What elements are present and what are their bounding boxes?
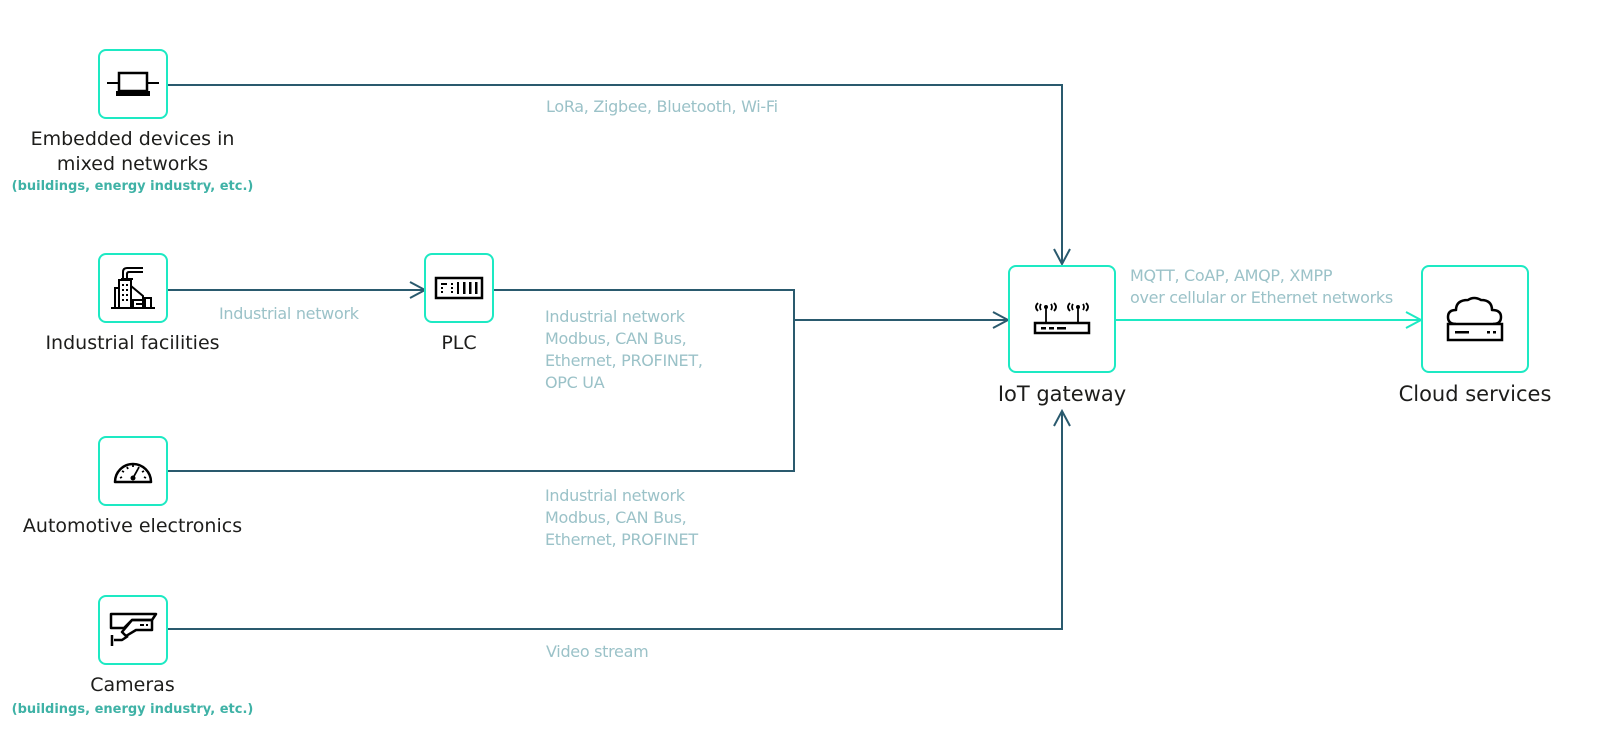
edge-label-gateway-to-cloud: MQTT, CoAP, AMQP, XMPP over cellular or … <box>1130 265 1393 309</box>
label-embedded-line2: mixed networks <box>56 153 209 175</box>
node-iot-gateway[interactable] <box>1008 265 1116 373</box>
arrowhead-cameras-to-gateway <box>1053 408 1071 427</box>
edge-label-line: over cellular or Ethernet networks <box>1130 288 1393 307</box>
edge-label-line: MQTT, CoAP, AMQP, XMPP <box>1130 266 1333 285</box>
security-camera-icon <box>109 612 158 646</box>
edge-label-line: LoRa, Zigbee, Bluetooth, Wi-Fi <box>546 97 778 116</box>
node-cameras[interactable] <box>98 595 168 665</box>
edge-label-line: Industrial network <box>545 486 685 505</box>
label-cloud-services: Cloud services <box>1398 382 1552 406</box>
sublabel-cameras: (buildings, energy industry, etc.) <box>11 702 254 717</box>
factory-icon <box>111 267 155 309</box>
edge-label-cameras-to-gateway: Video stream <box>546 641 649 663</box>
edge-label-line: Modbus, CAN Bus, <box>545 329 687 348</box>
edge-label-industrial-to-plc: Industrial network <box>219 303 359 325</box>
label-embedded-line1: Embedded devices in <box>30 128 235 150</box>
edge-label-line: Video stream <box>546 642 649 661</box>
router-icon <box>1033 302 1091 335</box>
speedometer-icon <box>113 462 153 484</box>
wire-embedded-to-gateway <box>167 84 1063 263</box>
plc-icon <box>434 276 484 300</box>
arrowhead-embedded-to-gateway <box>1053 248 1071 267</box>
node-cloud-services[interactable] <box>1421 265 1529 373</box>
sublabel-embedded-devices: (buildings, energy industry, etc.) <box>11 179 254 194</box>
cloud-server-icon <box>1446 296 1504 342</box>
label-plc: PLC <box>441 332 477 354</box>
edge-label-plc-to-gateway: Industrial network Modbus, CAN Bus, Ethe… <box>545 306 703 394</box>
edge-label-line: Modbus, CAN Bus, <box>545 508 687 527</box>
edge-label-line: Ethernet, PROFINET, <box>545 351 703 370</box>
label-iot-gateway: IoT gateway <box>997 382 1127 406</box>
wire-cameras-to-gateway <box>167 412 1063 630</box>
label-cameras: Cameras <box>90 674 175 696</box>
node-plc[interactable] <box>424 253 494 323</box>
edge-label-line: Industrial network <box>545 307 685 326</box>
wire-plc-to-junction <box>493 289 795 320</box>
label-automotive-electronics: Automotive electronics <box>22 515 243 537</box>
edge-label-automotive-to-gateway: Industrial network Modbus, CAN Bus, Ethe… <box>545 485 698 551</box>
wire-automotive-to-junction <box>167 320 795 472</box>
label-embedded-devices: Embedded devices in mixed networks <box>0 127 265 177</box>
node-automotive-electronics[interactable] <box>98 436 168 506</box>
label-industrial-facilities: Industrial facilities <box>45 332 220 354</box>
edge-label-line: Ethernet, PROFINET <box>545 530 698 549</box>
node-industrial-facilities[interactable] <box>98 253 168 323</box>
node-embedded-devices[interactable] <box>98 49 168 119</box>
edge-label-line: OPC UA <box>545 373 605 392</box>
edge-label-embedded-to-gateway: LoRa, Zigbee, Bluetooth, Wi-Fi <box>546 96 778 118</box>
laptop-icon <box>107 71 159 96</box>
edge-label-line: Industrial network <box>219 304 359 323</box>
